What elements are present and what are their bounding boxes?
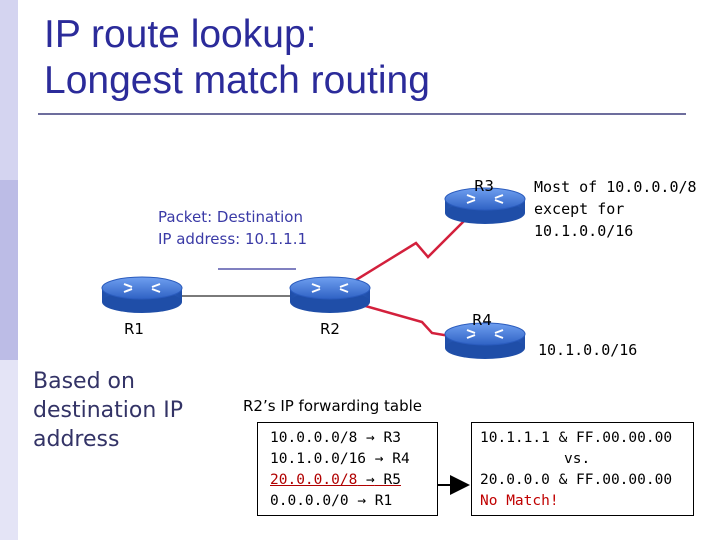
basis-line1: Based on <box>33 369 135 394</box>
r3-note-line3: 10.1.0.0/16 <box>534 222 634 240</box>
table-row: 10.1.0.0/16 → R4 <box>270 449 437 470</box>
r4-route-note: 10.1.0.0/16 <box>538 341 638 359</box>
forwarding-table: 10.0.0.0/8 → R3 10.1.0.0/16 → R4 20.0.0.… <box>257 422 438 516</box>
r3-route-note: Most of 10.0.0.0/8 except for 10.1.0.0/1… <box>534 176 697 242</box>
router-r2-icon <box>289 276 371 313</box>
match-line1: 10.1.1.1 & FF.00.00.00 <box>480 430 673 446</box>
router-r3-icon <box>444 187 526 224</box>
table-row-highlighted: 20.0.0.0/8 → R5 <box>270 470 437 491</box>
sidebar-block-middle <box>0 180 18 360</box>
route-prefix: 10.1.0.0/16 <box>270 451 367 467</box>
router-r4-icon <box>444 322 526 359</box>
table-row: 10.0.0.0/8 → R3 <box>270 428 437 449</box>
right-arrow-icon: → <box>366 430 375 446</box>
router-r4-label: R4 <box>472 311 492 329</box>
packet-label-line2: IP address: 10.1.1.1 <box>158 230 308 248</box>
route-next-hop: R5 <box>383 472 401 488</box>
sidebar-block-top <box>0 0 18 180</box>
match-line2: vs. <box>564 451 591 467</box>
packet-label: Packet: Destination IP address: 10.1.1.1 <box>158 206 307 250</box>
slide-title: IP route lookup: Longest match routing <box>44 12 430 104</box>
route-prefix: 10.0.0.0/8 <box>270 430 358 446</box>
router-r3-label: R3 <box>474 177 494 195</box>
slide-title-line1: IP route lookup: <box>44 13 317 56</box>
basis-line2: destination IP <box>33 398 184 423</box>
link-r2-r3 <box>329 204 481 298</box>
router-r2-label: R2 <box>320 320 340 338</box>
route-prefix: 20.0.0.0/8 <box>270 472 358 488</box>
route-next-hop: R3 <box>383 430 401 446</box>
match-line3: 20.0.0.0 & FF.00.00.00 <box>480 472 673 488</box>
slide-sidebar <box>0 0 18 540</box>
router-r1-label: R1 <box>124 320 144 338</box>
basis-line3: address <box>33 427 120 452</box>
lookup-basis-text: Based on destination IP address <box>33 367 183 454</box>
right-arrow-icon: → <box>366 472 375 488</box>
slide-title-line2: Longest match routing <box>44 59 430 102</box>
match-explanation-box: 10.1.1.1 & FF.00.00.00 vs. 20.0.0.0 & FF… <box>471 422 694 516</box>
forwarding-table-title: R2’s IP forwarding table <box>243 397 423 415</box>
router-r1-icon <box>101 276 183 313</box>
route-prefix: 0.0.0.0/0 <box>270 493 349 509</box>
packet-label-line1: Packet: Destination <box>158 208 303 226</box>
r3-note-line1: Most of 10.0.0.0/8 <box>534 178 697 196</box>
title-underline <box>38 113 686 115</box>
table-row: 0.0.0.0/0 → R1 <box>270 491 437 512</box>
sidebar-block-bottom <box>0 360 18 540</box>
route-next-hop: R4 <box>392 451 410 467</box>
no-match-result: No Match! <box>480 493 559 509</box>
right-arrow-icon: → <box>357 493 367 509</box>
r3-note-line2: except for <box>534 200 625 218</box>
route-next-hop: R1 <box>374 493 393 509</box>
right-arrow-icon: → <box>374 451 384 467</box>
